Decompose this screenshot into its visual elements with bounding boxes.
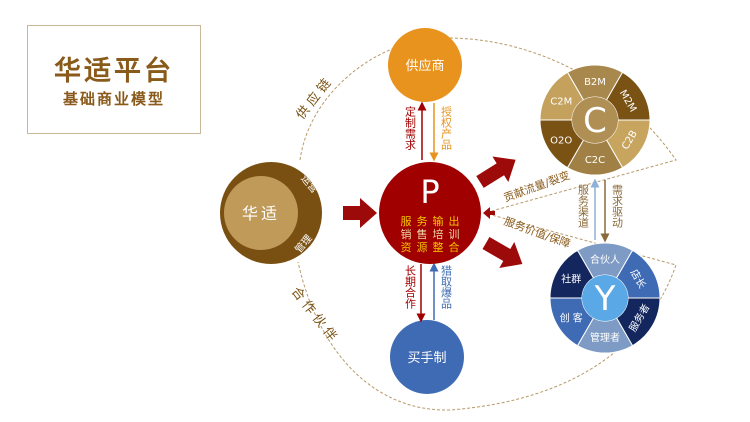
label-long-term: 长期合作 <box>404 265 417 309</box>
platform-capability-char: 训 <box>449 228 460 241</box>
wheel-center <box>582 275 628 321</box>
platform-capability-char: 售 <box>417 227 428 241</box>
platform-capability-char: 销 <box>401 227 412 241</box>
title-box: 华适平台 基础商业模型 <box>27 25 201 134</box>
platform-capability-char: 资 <box>401 241 412 254</box>
buyer-label: 买手制 <box>407 351 446 366</box>
arc-label-supply-chain: 供应链 <box>293 73 337 123</box>
platform-capability-char: 整 <box>433 240 444 254</box>
buyer-node[interactable]: 买手制 <box>390 320 464 394</box>
platform-capability-char: 出 <box>449 214 460 228</box>
wheel-letter: Y <box>594 279 616 319</box>
supplier-label: 供应商 <box>405 58 444 74</box>
label-custom-demand: 定制需求 <box>404 105 417 150</box>
title-main: 华适平台 <box>54 56 174 87</box>
label-hot-products: 猎取爆品 <box>440 264 453 309</box>
wheel-segment-label: C2C <box>585 155 605 166</box>
wheel-segment-label: 管理者 <box>590 331 620 344</box>
platform-capability-char: 合 <box>449 240 460 254</box>
arc-label-partners: 合作伙伴 <box>288 284 342 347</box>
huashi-label: 华适 <box>242 204 280 223</box>
wheel-letter: C <box>583 101 607 141</box>
platform-letter: P <box>420 173 439 211</box>
wheel-segment-label: 社群 <box>561 273 581 286</box>
title-sub: 基础商业模型 <box>62 90 165 108</box>
wheel-segment-label: 合伙人 <box>590 253 620 266</box>
platform-capability-char: 培 <box>433 227 444 241</box>
arrow-p-to-c <box>476 156 516 188</box>
label-service-channel: 服务渠道 <box>577 184 590 228</box>
arrow-huashi-to-p <box>343 198 377 228</box>
label-demand-driven: 需求驱动 <box>611 184 624 228</box>
label-licensed-products: 授权产品 <box>440 105 453 150</box>
wheel-segment-label: C2M <box>550 97 572 108</box>
wheel-segment-label: O2O <box>550 136 572 147</box>
platform-capability-char: 源 <box>417 240 428 254</box>
supplier-node[interactable]: 供应商 <box>388 28 462 102</box>
arrow-p-to-y <box>482 236 523 268</box>
platform-capability-char: 务 <box>417 215 428 228</box>
wheel-segment-label: 创 客 <box>560 312 583 325</box>
arrow-back-to-p <box>483 207 495 219</box>
platform-capability-char: 输 <box>433 214 444 228</box>
wheel-segment-label: B2M <box>584 77 606 88</box>
huashi-node[interactable]: 华适 运营 管理 <box>220 162 322 264</box>
label-traffic: 贡献流量/裂变 <box>501 168 571 205</box>
platform-node[interactable]: P 服务输出销售培训资源整合 <box>379 162 481 264</box>
wheel-center <box>572 97 618 143</box>
platform-capability-char: 服 <box>401 215 412 228</box>
